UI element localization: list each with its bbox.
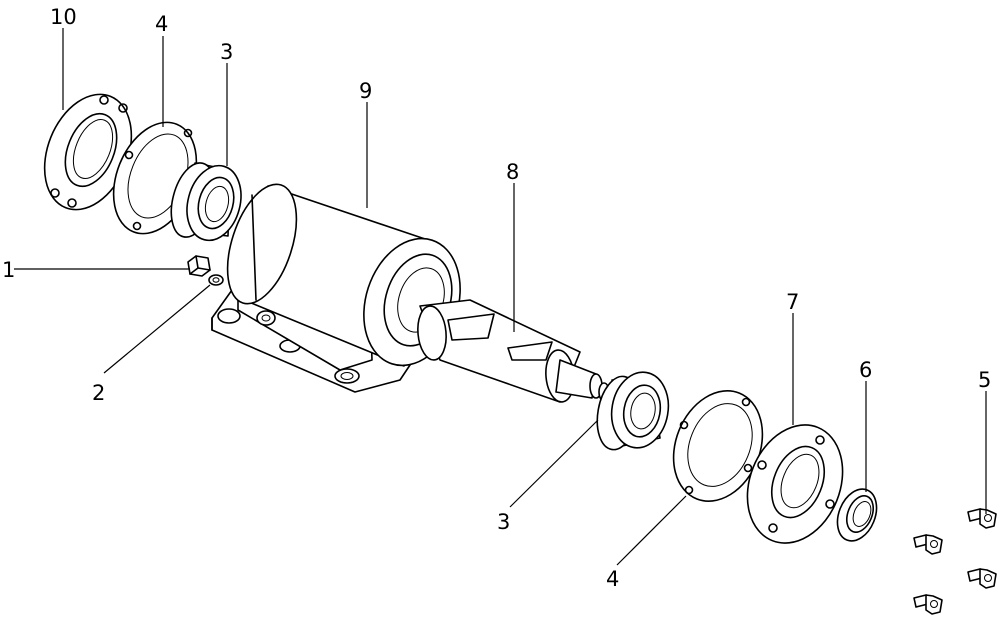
callout-7: 7 <box>786 290 799 314</box>
callout-9: 9 <box>359 79 372 103</box>
bearing-right <box>596 371 670 451</box>
callout-labels: 10 4 3 9 8 1 2 7 6 5 3 4 <box>2 5 991 591</box>
callout-2: 2 <box>92 381 105 405</box>
flange-cover-right <box>746 424 844 544</box>
callout-6: 6 <box>859 358 872 382</box>
callout-3-bottom: 3 <box>497 510 510 534</box>
washer <box>208 274 224 286</box>
leader-lines <box>14 28 987 566</box>
bolt <box>967 508 997 529</box>
bearing-left <box>170 162 242 242</box>
callout-3-top: 3 <box>220 40 233 64</box>
callout-8: 8 <box>506 160 519 184</box>
bolt <box>913 594 943 615</box>
shaft <box>417 299 610 403</box>
oil-seal <box>836 488 878 542</box>
flange-cover-left <box>43 93 133 211</box>
callout-4-bottom: 4 <box>606 567 619 591</box>
callout-1: 1 <box>2 258 15 282</box>
callout-10: 10 <box>50 5 77 29</box>
plug <box>187 255 211 277</box>
bolt <box>967 568 997 589</box>
callout-4-top: 4 <box>155 12 168 36</box>
bolt <box>913 534 943 555</box>
bolt-set <box>913 508 997 615</box>
callout-5: 5 <box>978 368 991 392</box>
housing-body <box>211 183 461 393</box>
